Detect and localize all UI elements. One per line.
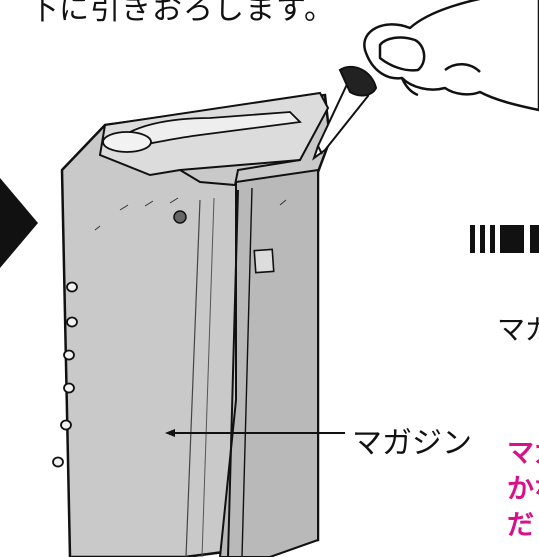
right-body-text: マガ [497, 313, 539, 346]
arrow-right-icon [0, 178, 38, 268]
pink-note-line: だ [507, 510, 534, 541]
pencil-tool-icon [312, 65, 378, 161]
hand-icon [363, 0, 539, 112]
pink-note: マガ かな だ [507, 436, 539, 544]
magazine-callout-label: マガジン [352, 426, 472, 461]
section-heading-mark [470, 225, 539, 253]
top-caption: 下に引きおろします。 [28, 0, 335, 27]
pink-note-line: マガ [507, 438, 539, 469]
pink-note-line: かな [507, 474, 539, 505]
